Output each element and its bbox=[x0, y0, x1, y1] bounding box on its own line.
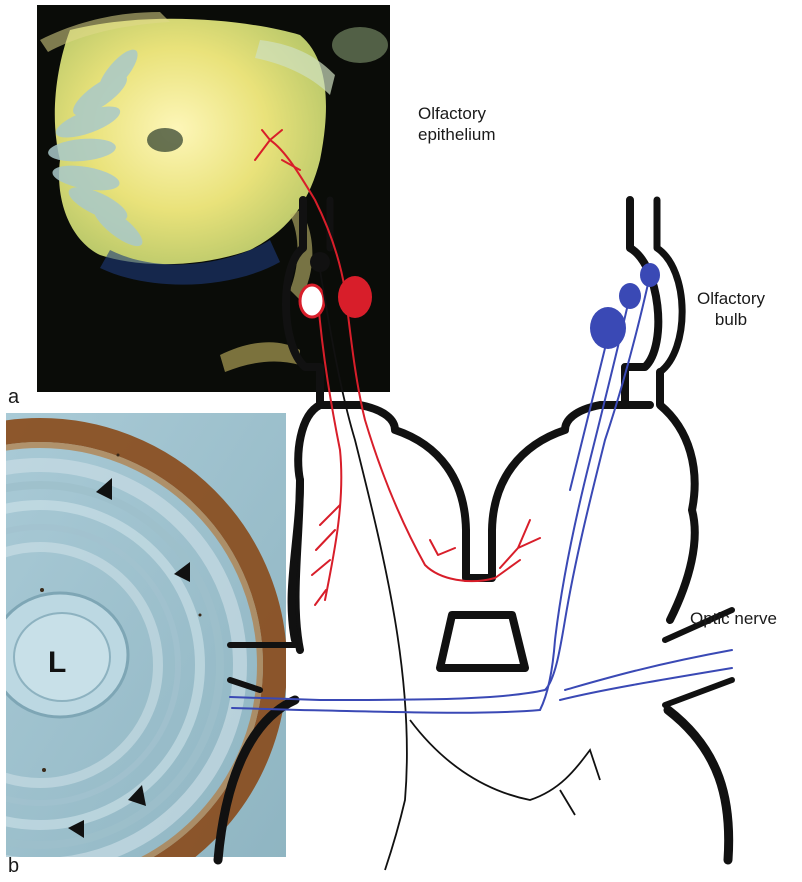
label-olfactory-bulb-line1: Olfactory bbox=[690, 288, 772, 309]
red-cell-filled bbox=[338, 276, 372, 318]
label-olfactory-epithelium-line1: Olfactory bbox=[418, 103, 496, 124]
lens-label: L bbox=[48, 646, 66, 679]
label-olfactory-bulb: Olfactory bulb bbox=[690, 288, 772, 330]
panel-letter-b: b bbox=[8, 855, 19, 878]
blue-cell-mid bbox=[619, 283, 641, 309]
label-optic-nerve: Optic nerve bbox=[690, 608, 777, 629]
label-olfactory-epithelium-line2: epithelium bbox=[418, 124, 496, 145]
panel-a-photo bbox=[37, 5, 390, 392]
optic-stub-right-lower bbox=[665, 680, 732, 705]
chiasm-body bbox=[440, 615, 525, 668]
blue-cells bbox=[590, 263, 660, 349]
label-olfactory-bulb-line2: bulb bbox=[690, 309, 772, 330]
black-fiber-branch bbox=[410, 720, 600, 815]
panel-letter-a: a bbox=[8, 386, 19, 409]
left-forebrain bbox=[320, 405, 650, 578]
right-lobe bbox=[660, 372, 695, 620]
right-inner-top bbox=[657, 200, 682, 372]
lower-right-wall bbox=[668, 710, 729, 860]
blue-cell-small bbox=[640, 263, 660, 287]
label-olfactory-epithelium: Olfactory epithelium bbox=[418, 103, 496, 145]
black-cell bbox=[310, 252, 330, 272]
red-cell-open bbox=[300, 285, 324, 317]
blue-cell-large bbox=[590, 307, 626, 349]
